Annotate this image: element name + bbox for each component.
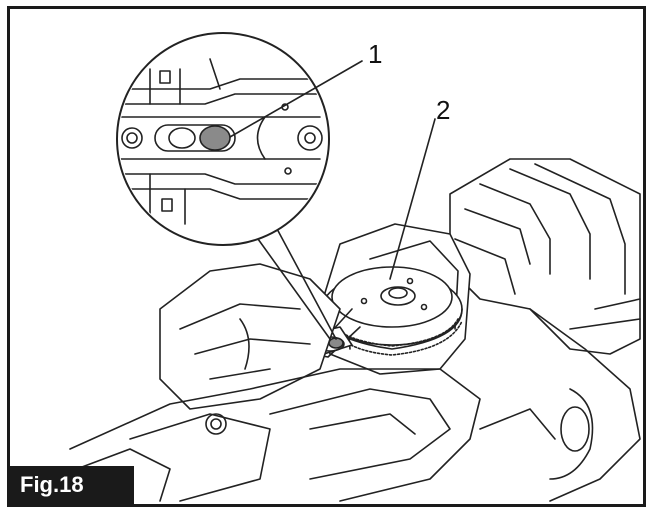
gear-plate xyxy=(305,266,463,358)
callout-number-1: 1 xyxy=(368,39,383,69)
callout-leaders xyxy=(229,60,436,280)
magnifier-leaders xyxy=(257,226,337,340)
callout-number-2: 2 xyxy=(436,95,451,125)
motor-housing xyxy=(449,158,641,355)
figure-frame: 1 2 Fig.18 xyxy=(7,6,646,507)
figure-label: Fig.18 xyxy=(10,466,134,504)
rear-housing xyxy=(479,308,641,502)
tool-illustration xyxy=(49,32,641,502)
detail-magnifier xyxy=(116,32,330,246)
lower-body xyxy=(49,368,481,502)
front-housing xyxy=(159,263,341,410)
